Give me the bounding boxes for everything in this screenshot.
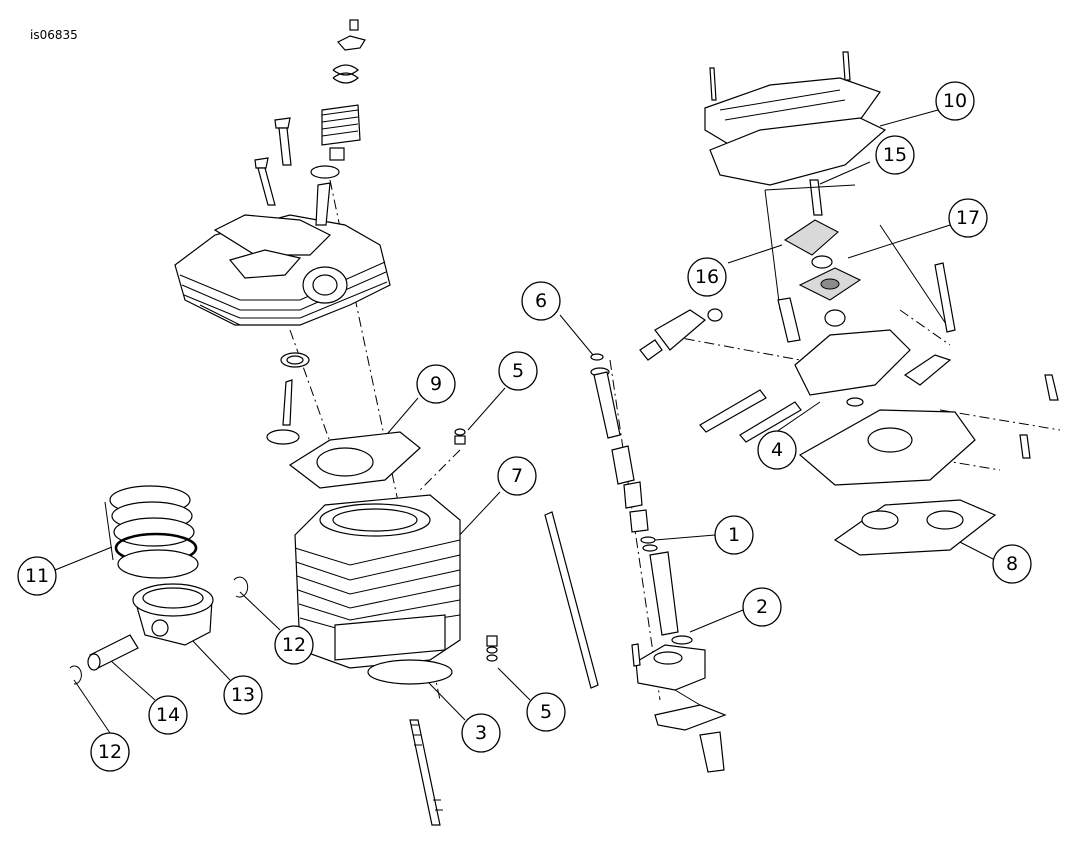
callout-c8: 8 — [992, 544, 1032, 584]
callout-c9: 9 — [416, 364, 456, 404]
callout-circle — [223, 675, 263, 715]
callout-c7: 7 — [497, 456, 537, 496]
cylinder — [294, 494, 461, 669]
callout-c2: 2 — [742, 587, 782, 627]
pushrod — [544, 511, 599, 689]
wrist-pin-and-clips — [69, 576, 249, 685]
callout-c6: 6 — [521, 281, 561, 321]
callout-circle — [148, 695, 188, 735]
callout-circle — [274, 625, 314, 665]
rocker-housing — [798, 374, 1059, 486]
callout-number: 16 — [695, 266, 719, 288]
callout-c11: 11 — [17, 556, 57, 596]
callout-number: 6 — [535, 290, 547, 312]
callout-c15: 15 — [875, 135, 915, 175]
housing-gasket — [833, 499, 997, 556]
callout-number: 5 — [540, 701, 552, 723]
rocker-cover — [704, 51, 887, 186]
callout-circle — [526, 692, 566, 732]
callout-c12b: 12 — [90, 732, 130, 772]
callout-circle — [521, 281, 561, 321]
o-ring — [367, 659, 453, 685]
callout-c5b: 5 — [526, 692, 566, 732]
dowels — [454, 428, 498, 662]
callout-number: 8 — [1006, 553, 1018, 575]
callout-number: 12 — [98, 741, 122, 763]
rocker-support — [639, 262, 956, 396]
callout-circle — [416, 364, 456, 404]
callout-c17: 17 — [948, 198, 988, 238]
cylinder-head — [174, 214, 391, 326]
callout-c3: 3 — [461, 713, 501, 753]
callout-circle — [875, 135, 915, 175]
callout-number: 17 — [956, 207, 980, 229]
callout-circle — [461, 713, 501, 753]
callout-number: 15 — [883, 144, 907, 166]
callout-number: 12 — [282, 634, 306, 656]
callout-circle — [17, 556, 57, 596]
figure-id: is06835 — [30, 28, 78, 42]
callout-c10: 10 — [935, 81, 975, 121]
callout-number: 5 — [512, 360, 524, 382]
callout-number: 4 — [771, 439, 783, 461]
callout-circle — [498, 351, 538, 391]
piston-rings — [104, 485, 199, 579]
valve-springs — [254, 19, 366, 226]
callout-circle — [948, 198, 988, 238]
callout-number: 2 — [756, 596, 768, 618]
callout-c1: 1 — [714, 515, 754, 555]
piston — [132, 583, 214, 646]
callout-circle — [90, 732, 130, 772]
callout-circle — [757, 430, 797, 470]
callout-number: 1 — [728, 524, 740, 546]
callout-number: 7 — [511, 465, 523, 487]
intake-valve — [266, 352, 310, 445]
callout-c12a: 12 — [274, 625, 314, 665]
callout-number: 14 — [156, 704, 180, 726]
callout-number: 9 — [430, 373, 442, 395]
callout-number: 3 — [475, 722, 487, 744]
push-tubes — [699, 389, 864, 443]
breather-assembly — [764, 179, 951, 331]
callout-number: 13 — [231, 684, 255, 706]
callout-number: 10 — [943, 90, 967, 112]
callout-circle — [714, 515, 754, 555]
callout-circle — [992, 544, 1032, 584]
callout-c4: 4 — [757, 430, 797, 470]
head-gasket — [288, 431, 421, 489]
callout-c14: 14 — [148, 695, 188, 735]
callout-c5a: 5 — [498, 351, 538, 391]
callout-circle — [742, 587, 782, 627]
cylinder-stud — [409, 719, 443, 826]
callout-circle — [935, 81, 975, 121]
leader-lines — [54, 109, 996, 734]
callout-c16: 16 — [687, 257, 727, 297]
callout-c13: 13 — [223, 675, 263, 715]
callout-number: 11 — [25, 565, 49, 587]
callout-circle — [687, 257, 727, 297]
callout-circle — [497, 456, 537, 496]
pushrod-cover-stack — [590, 353, 727, 773]
